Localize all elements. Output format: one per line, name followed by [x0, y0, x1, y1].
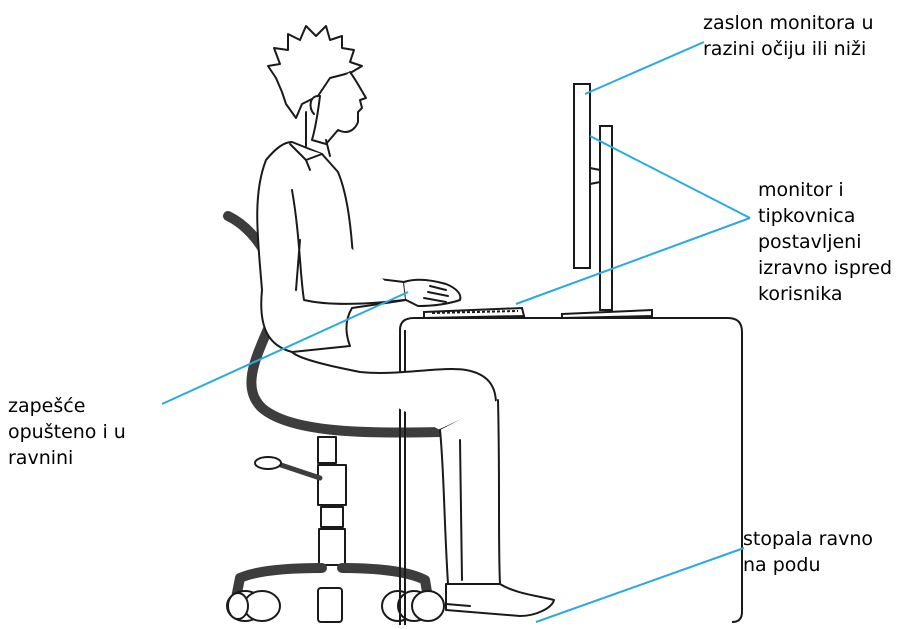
callout-line-feet [536, 548, 744, 622]
label-feet-flat: stopala ravno na podu [743, 526, 873, 578]
monitor-hinge [590, 168, 600, 184]
chair-column-mid [318, 465, 346, 505]
monitor-screen [574, 84, 590, 268]
chair-column-base [319, 529, 345, 565]
chair-column-low [321, 507, 343, 527]
chair-lever-knob [255, 457, 281, 469]
label-wrist-relaxed: zapešće opušteno i u ravnini [8, 393, 126, 471]
callout-line-monitor-front [590, 136, 750, 218]
person-shoe [446, 584, 554, 616]
callout-line-keyboard-front [516, 218, 750, 304]
chair-lever [278, 464, 320, 478]
person-lower-leg [440, 400, 500, 584]
monitor-stand-column [600, 126, 612, 310]
label-monitor-keyboard-front: monitor i tipkovnica postavljeni izravno… [758, 177, 892, 307]
keyboard [424, 308, 524, 318]
callout-line-eye-level [585, 42, 704, 94]
chair-caster-center [318, 588, 342, 622]
monitor-stand-base [562, 310, 652, 318]
label-monitor-eye-level: zaslon monitora u razini očiju ili niži [703, 10, 874, 62]
chair-column-top [318, 437, 336, 463]
chair-caster-right [382, 591, 444, 621]
chair-caster-left [227, 591, 280, 621]
